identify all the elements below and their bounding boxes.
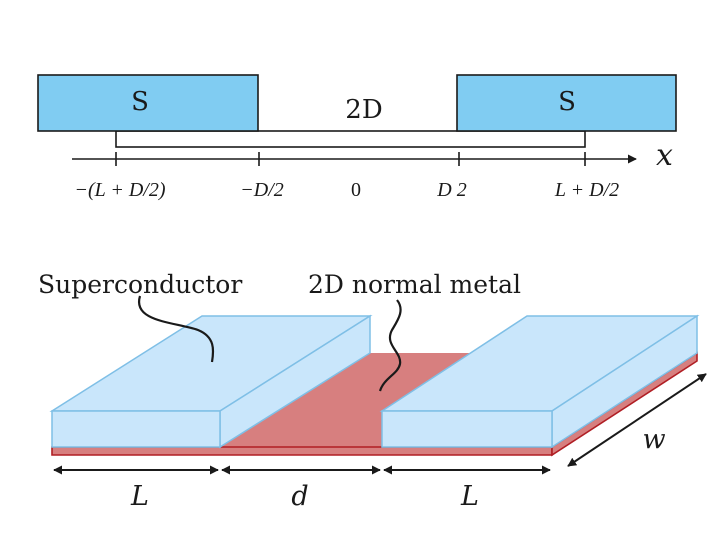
top-schematic: S S 2D x −(L + D/2) −D/2 0 D 2 L + D/2 <box>37 74 677 201</box>
tick-label-zero: 0 <box>351 179 361 201</box>
two-d-strip <box>115 130 586 148</box>
right-slab-front-face <box>381 410 553 448</box>
tick-label-neg-d-half: −D/2 <box>240 179 284 201</box>
normal-metal-leader-curve <box>378 299 402 392</box>
right-superconductor-block <box>456 74 677 132</box>
superconductor-leader-curve <box>137 295 215 363</box>
superconductor-label: Superconductor <box>38 270 242 299</box>
dimension-label-d: d <box>291 481 308 512</box>
left-superconductor-block <box>37 74 259 132</box>
dimension-label-right-l: L <box>460 481 479 512</box>
dimension-label-w: w <box>642 424 665 455</box>
left-electrode-label: S <box>131 87 149 117</box>
left-slab-front-face <box>51 410 221 448</box>
normal-metal-label: 2D normal metal <box>308 270 521 299</box>
dimension-label-left-l: L <box>130 481 149 512</box>
right-electrode-label: S <box>558 87 576 117</box>
center-2d-label: 2D <box>345 95 382 125</box>
tick-label-neg-l-plus-d-half: −(L + D/2) <box>74 179 165 201</box>
bottom-3d-diagram: Superconductor 2D normal metal L d L w <box>38 270 707 512</box>
x-axis-label: x <box>656 138 673 173</box>
left-superconductor-slab <box>49 314 373 449</box>
normal-metal-front-edge <box>51 446 553 456</box>
tick-label-d-half: D 2 <box>436 179 466 201</box>
tick-label-l-plus-d-half: L + D/2 <box>554 179 619 201</box>
dimension-arrow-w <box>567 373 707 467</box>
